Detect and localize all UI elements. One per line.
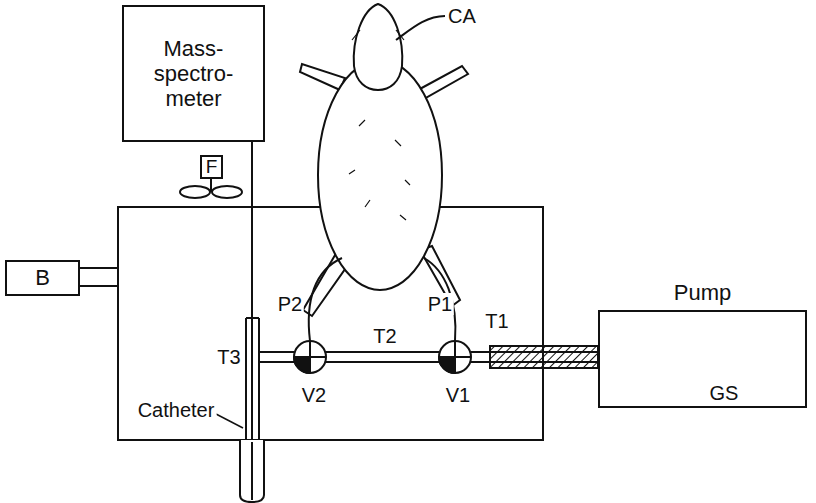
part-label: Catheter xyxy=(136,399,217,421)
callout-label: T2 xyxy=(371,325,398,347)
instrument-box: Mass- spectro- meter xyxy=(122,5,265,142)
source-box: B xyxy=(5,260,80,296)
fan-box: F xyxy=(200,155,223,179)
callout-label: P2 xyxy=(276,293,304,315)
tube-p1 xyxy=(424,258,455,341)
valve-v1 xyxy=(439,341,471,373)
tube-t1 xyxy=(490,346,598,368)
node-label: Mass- spectro- meter xyxy=(144,36,244,112)
callout-label: V1 xyxy=(444,384,472,406)
callout-label: T1 xyxy=(483,310,510,332)
pump-box: Pump xyxy=(598,310,807,408)
test-tube xyxy=(240,440,264,502)
sample-line xyxy=(251,142,253,470)
node-label: Pump xyxy=(674,280,731,305)
callout-label: V2 xyxy=(300,384,328,406)
tube-p2 xyxy=(309,258,342,341)
valve-v2 xyxy=(294,341,326,373)
node-label: B xyxy=(35,265,50,290)
callout-label: CA xyxy=(446,5,478,27)
callout-label: P1 xyxy=(426,293,454,315)
node-label: F xyxy=(206,156,218,178)
callout-label: T3 xyxy=(215,346,242,368)
callout-label: GS xyxy=(708,382,741,404)
